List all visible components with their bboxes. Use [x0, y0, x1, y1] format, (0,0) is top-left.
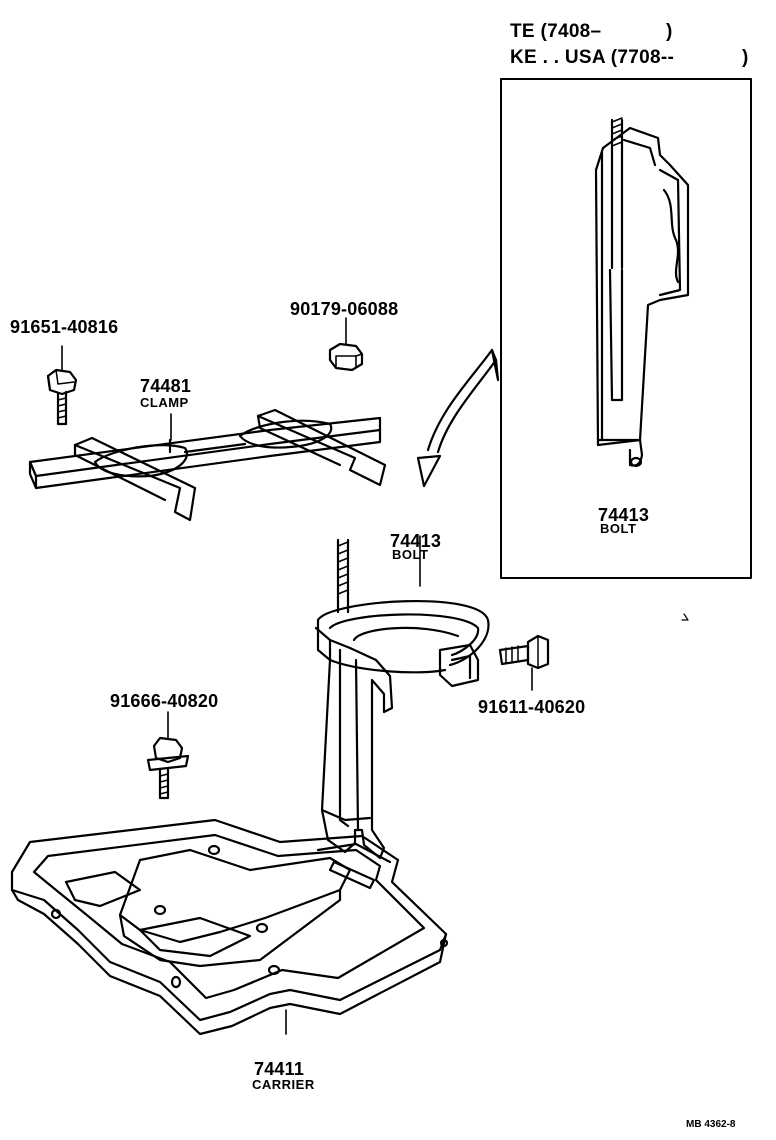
label-clamp: CLAMP — [140, 395, 189, 410]
drawing-code: MB 4362-8 — [686, 1119, 736, 1130]
label-74413: 74413 — [390, 531, 442, 551]
label-74481: 74481 — [140, 376, 192, 396]
bolt-91651-drawing — [46, 345, 78, 426]
label-carrier: CARRIER — [252, 1077, 315, 1092]
arrow-indicator — [416, 348, 500, 488]
label-74411: 74411 — [254, 1059, 305, 1079]
inset-header-line1: TE (7408– — [510, 21, 602, 42]
inset-header-line2: KE . . USA (7708-- — [510, 47, 675, 68]
bolt-91611-drawing — [498, 634, 550, 691]
inset-part-number: 74413 — [598, 505, 650, 525]
inset-frame — [500, 78, 752, 579]
inset-bolt-drawing — [594, 117, 690, 468]
small-mark — [681, 613, 689, 621]
bolt-91666-drawing — [146, 711, 190, 800]
label-91666-40820: 91666-40820 — [110, 691, 219, 711]
label-bolt: BOLT — [392, 547, 429, 562]
inset-header-line1-close: ) — [666, 21, 673, 42]
inset-header-line2-close: ) — [742, 47, 749, 68]
carrier-tray-drawing — [10, 818, 449, 1036]
label-90179-06088: 90179-06088 — [290, 299, 399, 319]
inset-part-name: BOLT — [600, 521, 637, 536]
holddown-bolt-drawing — [314, 535, 490, 860]
label-91651-40816: 91651-40816 — [10, 317, 119, 337]
label-91611-40620: 91611-40620 — [478, 697, 586, 717]
clamp-drawing — [28, 408, 387, 522]
nut-90179-drawing — [328, 317, 364, 372]
